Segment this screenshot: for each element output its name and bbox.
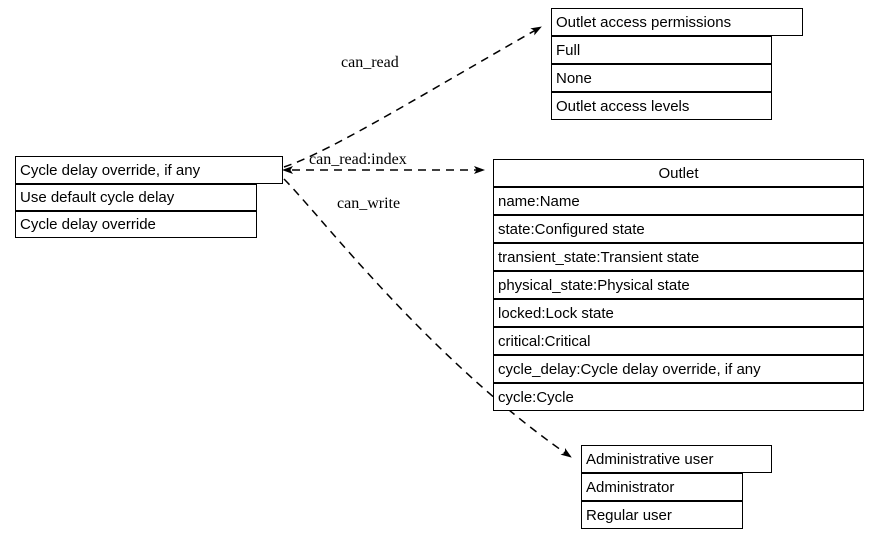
edge-label-can-write: can_write <box>337 195 401 212</box>
node-row-cycle[interactable]: cycle:Cycle <box>493 383 864 411</box>
node-row-regular-user[interactable]: Regular user <box>581 501 743 529</box>
node-row-outlet-access-levels[interactable]: Outlet access levels <box>551 92 772 120</box>
node-header-outlet[interactable]: Outlet <box>493 159 864 187</box>
node-row-name[interactable]: name:Name <box>493 187 864 215</box>
edge-can-write <box>283 178 572 458</box>
node-row-transient-state[interactable]: transient_state:Transient state <box>493 243 864 271</box>
node-row-use-default-cycle-delay[interactable]: Use default cycle delay <box>15 184 257 211</box>
node-header-administrative-user[interactable]: Administrative user <box>581 445 772 473</box>
node-row-cycle-delay[interactable]: cycle_delay:Cycle delay override, if any <box>493 355 864 383</box>
edge-label-can-read-index: can_read:index <box>309 151 407 168</box>
node-header-cycle-delay-override[interactable]: Cycle delay override, if any <box>15 156 283 184</box>
node-row-physical-state[interactable]: physical_state:Physical state <box>493 271 864 299</box>
node-row-administrator[interactable]: Administrator <box>581 473 743 501</box>
edge-can-read <box>283 26 542 168</box>
node-row-locked[interactable]: locked:Lock state <box>493 299 864 327</box>
node-row-full[interactable]: Full <box>551 36 772 64</box>
node-row-none[interactable]: None <box>551 64 772 92</box>
node-header-outlet-access-permissions[interactable]: Outlet access permissions <box>551 8 803 36</box>
edge-label-can-read: can_read <box>341 54 399 71</box>
node-row-critical[interactable]: critical:Critical <box>493 327 864 355</box>
node-row-cycle-delay-override[interactable]: Cycle delay override <box>15 211 257 238</box>
node-row-state[interactable]: state:Configured state <box>493 215 864 243</box>
